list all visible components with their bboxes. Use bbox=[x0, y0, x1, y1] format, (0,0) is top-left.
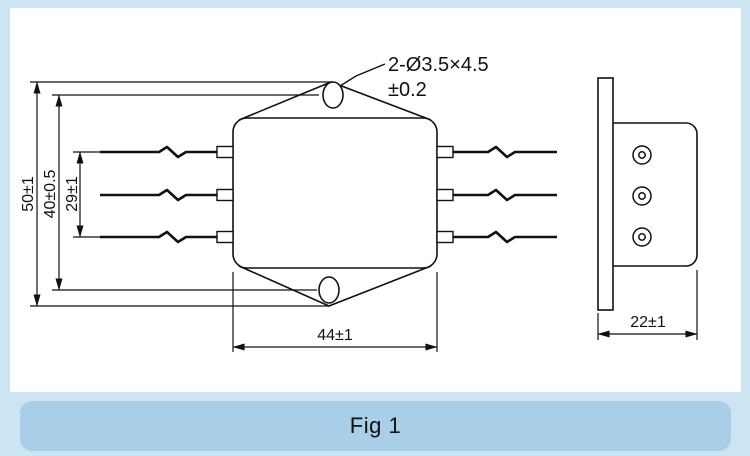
mounting-flange bbox=[597, 77, 614, 311]
caption-bar: Fig 1 bbox=[20, 401, 731, 451]
dim-overall-height: 50±1 bbox=[20, 81, 333, 307]
mounting-hole-bottom bbox=[318, 276, 340, 304]
terminal bbox=[436, 188, 454, 202]
terminal bbox=[216, 230, 234, 244]
leads-left bbox=[100, 145, 234, 244]
terminal-dot bbox=[638, 151, 646, 159]
lead-wire bbox=[100, 188, 217, 202]
lead-wire bbox=[453, 145, 557, 159]
dim-depth: 22±1 bbox=[597, 270, 698, 340]
lead-wire bbox=[453, 188, 557, 202]
terminal-circle bbox=[632, 186, 652, 206]
dim-terminal-spacing: 29±1 bbox=[64, 151, 100, 238]
lead-wire bbox=[453, 230, 557, 244]
filter-body bbox=[232, 117, 438, 269]
hole-callout-line1: 2-Ø3.5×4.5 bbox=[388, 54, 489, 76]
front-view bbox=[100, 81, 557, 307]
side-terminals bbox=[632, 145, 652, 247]
figure-caption: Fig 1 bbox=[349, 413, 402, 438]
lead-wire bbox=[100, 230, 217, 244]
dim-body-width-label: 44±1 bbox=[317, 327, 353, 344]
terminal-dot bbox=[638, 233, 646, 241]
lead-wire bbox=[100, 145, 217, 159]
dim-hole-spacing: 40±0.5 bbox=[42, 94, 319, 291]
terminal bbox=[436, 145, 454, 159]
terminal bbox=[216, 145, 234, 159]
terminal-circle bbox=[632, 145, 652, 165]
hole-callout-line2: ±0.2 bbox=[388, 79, 427, 101]
terminal-circle bbox=[632, 227, 652, 247]
leader-line bbox=[339, 63, 386, 87]
hole-callout: 2-Ø3.5×4.5 ±0.2 bbox=[339, 54, 489, 101]
dim-terminal-spacing-label: 29±1 bbox=[64, 176, 81, 212]
side-body bbox=[613, 122, 698, 267]
dim-body-width: 44±1 bbox=[232, 272, 438, 352]
terminal bbox=[216, 188, 234, 202]
terminal bbox=[436, 230, 454, 244]
terminal-dot bbox=[638, 192, 646, 200]
front-dimensions: 50±1 40±0.5 29±1 44±1 2-Ø3.5×4.5 ±0. bbox=[20, 54, 489, 352]
dim-overall-height-label: 50±1 bbox=[20, 176, 37, 212]
dim-depth-label: 22±1 bbox=[630, 314, 666, 331]
side-view: 22±1 bbox=[597, 77, 698, 340]
leads-right bbox=[436, 145, 557, 244]
dim-hole-spacing-label: 40±0.5 bbox=[42, 169, 59, 218]
